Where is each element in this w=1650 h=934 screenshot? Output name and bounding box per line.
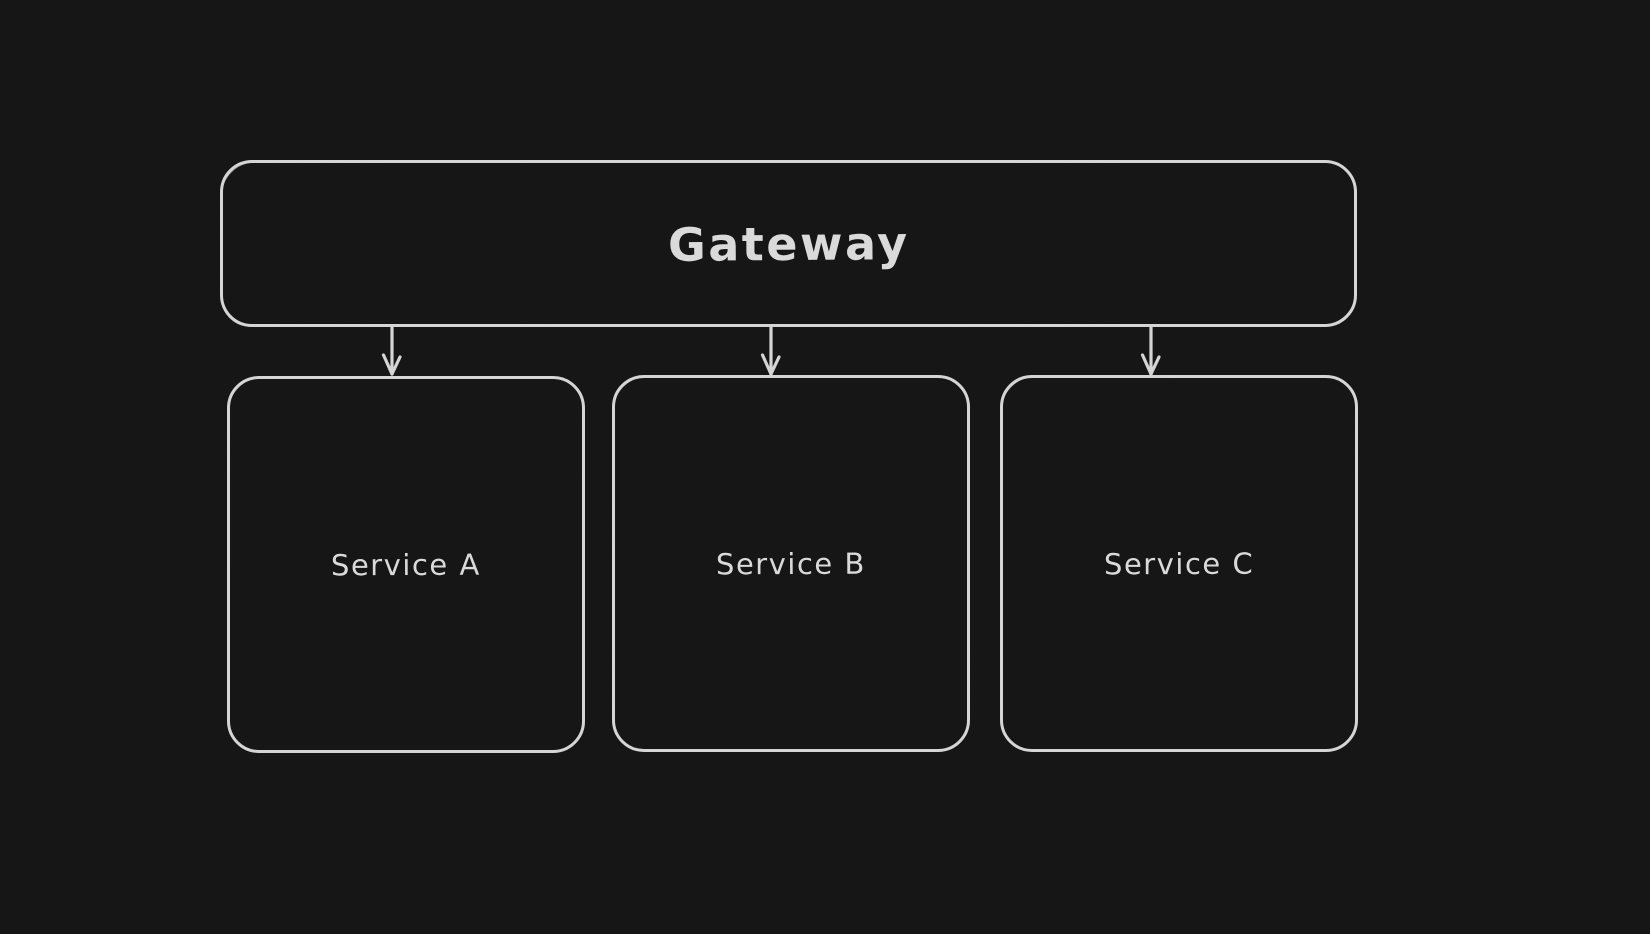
service-b-node[interactable]: Service B [612,375,970,752]
service-c-label: Service C [1103,546,1255,581]
gateway-node[interactable]: Gateway [220,160,1357,327]
arrow-gateway-to-service-a[interactable] [377,325,407,377]
gateway-label: Gateway [667,215,910,272]
arrow-gateway-to-service-b[interactable] [756,325,786,377]
service-a-label: Service A [331,547,481,582]
service-b-label: Service B [716,546,866,581]
service-c-node[interactable]: Service C [1000,375,1358,752]
arrow-gateway-to-service-c[interactable] [1136,325,1166,377]
service-a-node[interactable]: Service A [227,376,585,753]
